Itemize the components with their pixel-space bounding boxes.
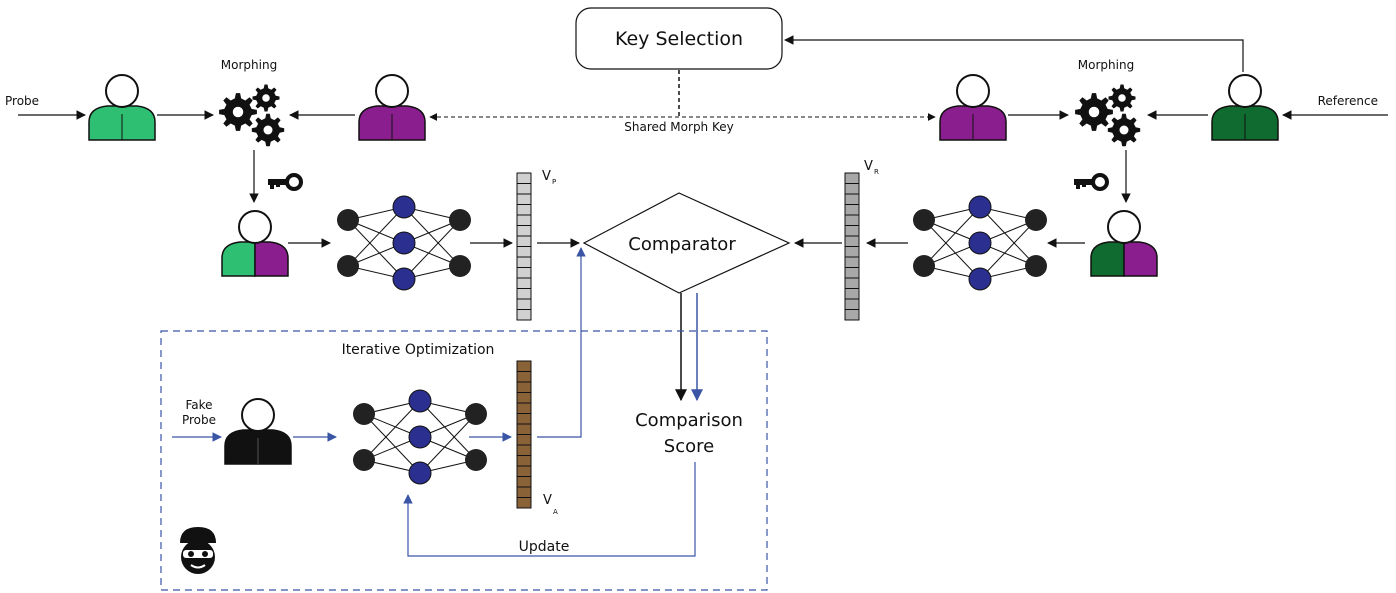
comparison-score-label-line2: Score xyxy=(664,436,714,457)
reference-to-key-selection-arrow xyxy=(784,35,1244,72)
fake-probe-label-line1: Fake xyxy=(185,398,212,412)
vector-cell xyxy=(516,298,532,310)
morphing-right-label: Morphing xyxy=(1078,58,1134,72)
vector-cell xyxy=(844,183,860,195)
vector-cell xyxy=(516,381,532,393)
attacker-person-icon xyxy=(224,398,292,465)
va-label: V xyxy=(543,493,552,508)
vector-cell xyxy=(516,402,532,414)
morphed-probe-person-icon xyxy=(221,210,289,277)
probe-label: Probe xyxy=(5,94,39,108)
vector-cell xyxy=(516,235,532,247)
neural-network-reference xyxy=(912,195,1048,291)
vector-cell xyxy=(516,172,532,184)
shared-morph-key-label: Shared Morph Key xyxy=(624,120,733,134)
iterative-optimization-box xyxy=(160,330,768,591)
vector-cell xyxy=(516,204,532,216)
vector-cell xyxy=(844,193,860,205)
vp-subscript: P xyxy=(552,178,556,186)
comparator-label: Comparator xyxy=(628,234,736,255)
vector-cell xyxy=(516,486,532,498)
vector-cell xyxy=(844,309,860,321)
vector-cell xyxy=(844,256,860,268)
vector-va xyxy=(516,360,532,509)
probe-person-icon xyxy=(88,74,156,141)
reference-person-icon xyxy=(1211,74,1279,141)
purple-key-person-icon xyxy=(939,74,1007,141)
vector-cell xyxy=(516,288,532,300)
key-icon xyxy=(1072,173,1109,191)
neural-network-probe xyxy=(336,195,472,291)
vector-cell xyxy=(516,277,532,289)
vector-cell xyxy=(516,193,532,205)
comparator-node: Comparator xyxy=(582,192,791,294)
vector-cell xyxy=(516,360,532,372)
vector-cell xyxy=(516,413,532,425)
comparison-score-label-line1: Comparison xyxy=(635,410,743,431)
vector-cell xyxy=(516,371,532,383)
vector-vr xyxy=(844,172,860,321)
reference-label: Reference xyxy=(1318,94,1378,108)
vector-cell xyxy=(516,444,532,456)
vector-cell xyxy=(844,235,860,247)
key-icon xyxy=(266,173,303,191)
vector-cell xyxy=(844,267,860,279)
vector-cell xyxy=(844,277,860,289)
vector-cell xyxy=(844,298,860,310)
vector-cell xyxy=(516,465,532,477)
vp-label: V xyxy=(542,169,551,184)
purple-key-person-icon xyxy=(358,74,426,141)
vector-cell xyxy=(516,225,532,237)
vector-cell xyxy=(844,288,860,300)
gear-icon xyxy=(1075,84,1141,147)
iterative-optimization-label: Iterative Optimization xyxy=(342,342,495,358)
vector-cell xyxy=(516,246,532,258)
vector-cell xyxy=(844,214,860,226)
morphing-left-label: Morphing xyxy=(221,58,277,72)
vector-cell xyxy=(516,256,532,268)
key-selection-box: Key Selection xyxy=(575,7,783,70)
vector-cell xyxy=(844,246,860,258)
neural-network-attack xyxy=(352,389,488,485)
va-subscript: A xyxy=(553,508,558,516)
gear-icon xyxy=(219,84,285,147)
fake-probe-label-line2: Probe xyxy=(182,413,216,427)
vector-cell xyxy=(516,309,532,321)
key-selection-label: Key Selection xyxy=(615,28,743,50)
vector-cell xyxy=(516,423,532,435)
update-label: Update xyxy=(519,539,570,555)
vector-cell xyxy=(516,214,532,226)
vector-cell xyxy=(516,183,532,195)
vector-cell xyxy=(516,267,532,279)
burglar-icon xyxy=(180,527,216,574)
vector-cell xyxy=(516,476,532,488)
vector-cell xyxy=(516,392,532,404)
vector-cell xyxy=(844,172,860,184)
vr-label: V xyxy=(864,159,873,174)
morphed-reference-person-icon xyxy=(1090,210,1158,277)
va-to-comparator-arrow xyxy=(537,247,586,438)
vector-cell xyxy=(516,455,532,467)
update-loop-arrow xyxy=(403,462,696,557)
vector-cell xyxy=(516,434,532,446)
vr-subscript: R xyxy=(874,168,879,176)
vector-cell xyxy=(844,225,860,237)
vector-cell xyxy=(516,497,532,509)
vector-cell xyxy=(844,204,860,216)
vector-vp xyxy=(516,172,532,321)
